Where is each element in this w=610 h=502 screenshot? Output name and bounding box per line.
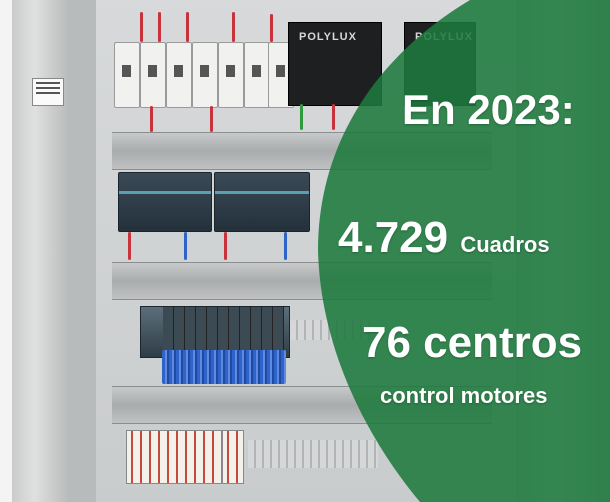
panels-stat: 4.729 Cuadros (338, 213, 550, 263)
red-wire (158, 12, 161, 42)
red-wire (224, 232, 227, 260)
cabinet-door-left (12, 0, 70, 502)
centers-subtitle: control motores (380, 383, 548, 408)
green-wire (300, 104, 303, 130)
year-heading: En 2023: (402, 86, 575, 133)
plc-modules (140, 306, 290, 358)
blue-wire (284, 232, 287, 260)
polylux-logo: POLYLUX (299, 31, 357, 43)
centers-stat: 76 centros (362, 318, 583, 367)
red-wire (128, 232, 131, 260)
red-wire (186, 12, 189, 42)
blue-wire-bundle (162, 350, 286, 384)
power-supply (214, 172, 310, 232)
power-supply (118, 172, 212, 232)
circuit-breaker (140, 42, 166, 108)
circuit-breaker (166, 42, 192, 108)
panels-number: 4.729 (338, 213, 449, 262)
blue-wire (184, 232, 187, 260)
circuit-breaker (192, 42, 218, 108)
label-sticker (32, 78, 64, 106)
terminal-block (222, 430, 244, 484)
terminal-block (126, 430, 222, 484)
red-wire (210, 106, 213, 132)
red-wire (270, 14, 273, 42)
red-wire (150, 106, 153, 132)
red-wire (140, 12, 143, 42)
red-wire (232, 12, 235, 42)
circuit-breaker (114, 42, 140, 108)
circuit-breaker (218, 42, 244, 108)
polylux-unit: POLYLUX (288, 22, 382, 106)
red-wire (332, 104, 335, 130)
panels-label: Cuadros (460, 232, 550, 257)
cable-duct (248, 440, 378, 468)
